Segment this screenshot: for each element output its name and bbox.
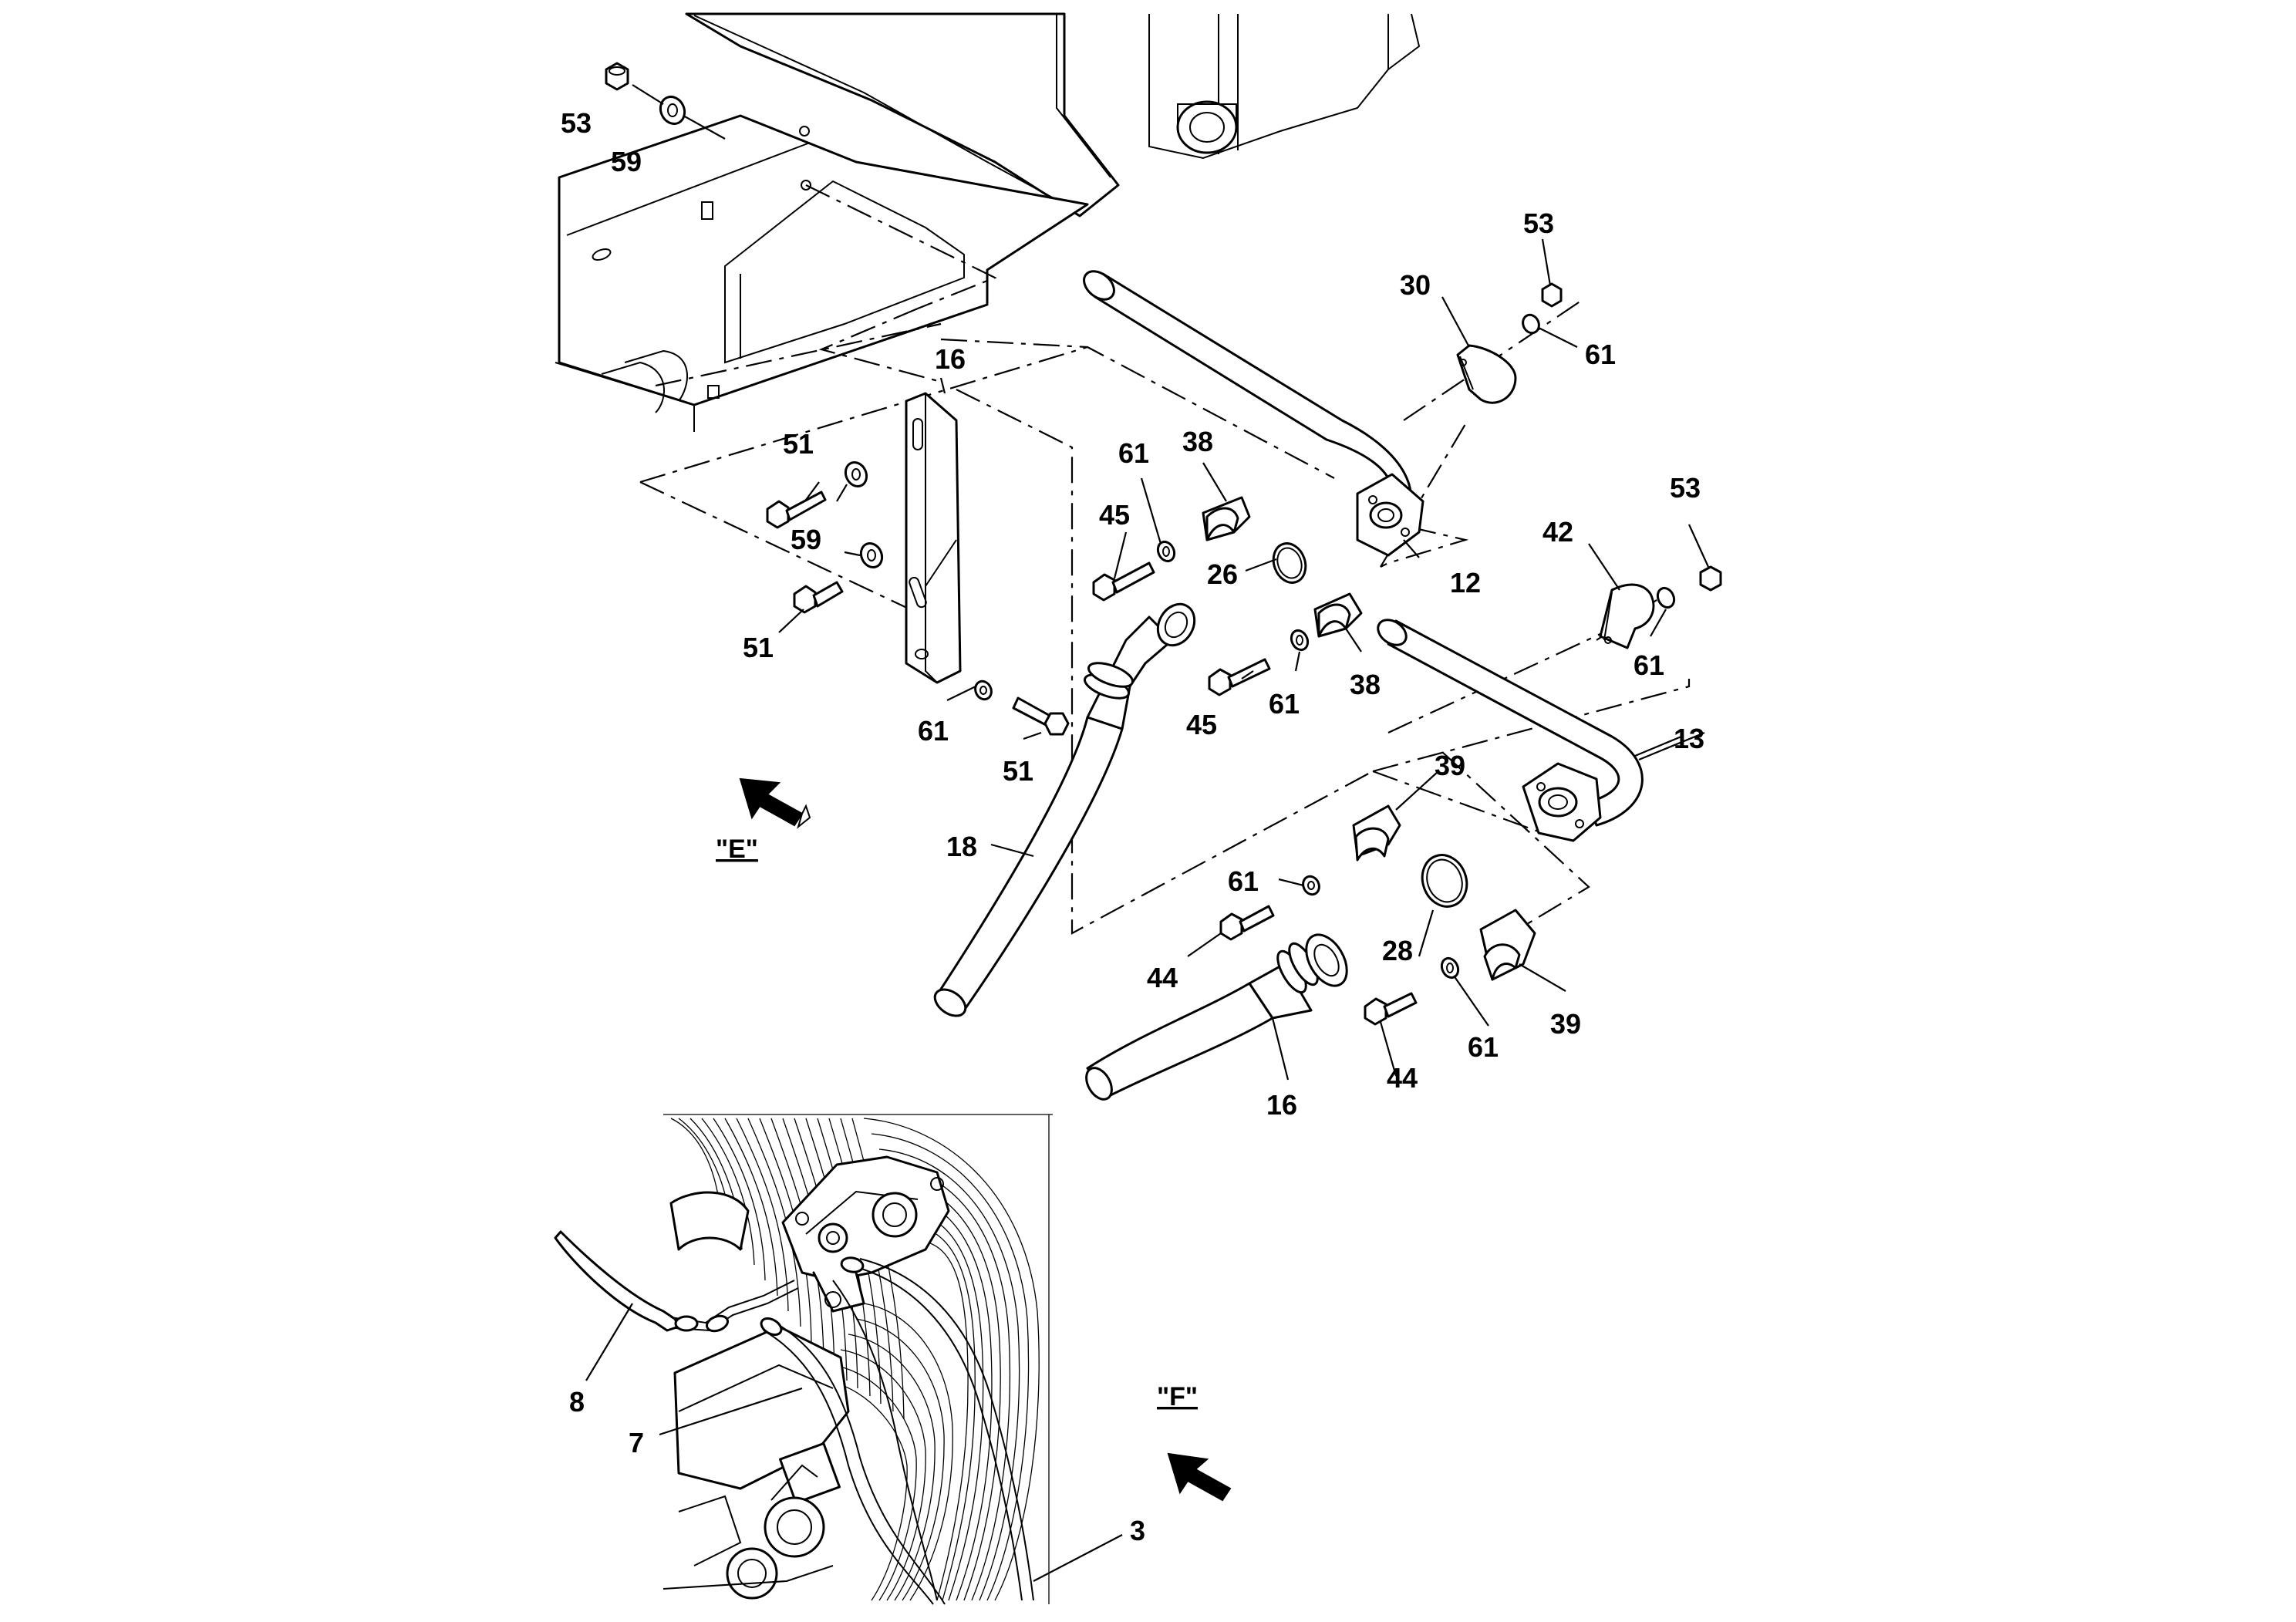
- label-39-lower: 39: [1550, 1008, 1581, 1040]
- label-53-clamp42: 53: [1670, 472, 1701, 504]
- tube-12: [1083, 270, 1424, 557]
- label-16-bracket: 16: [935, 343, 966, 375]
- label-39-upper: 39: [1435, 750, 1465, 781]
- nut-53-clamp30: [1541, 282, 1563, 308]
- label-61-clamp42: 61: [1633, 649, 1664, 681]
- nut-53-clamp42: [1699, 565, 1722, 592]
- label-59-top: 59: [611, 146, 642, 177]
- washer-61-bottom: [1440, 956, 1460, 980]
- clamp-42: [1599, 583, 1655, 649]
- washer-61-lower: [1290, 629, 1310, 652]
- label-16-hose: 16: [1266, 1089, 1297, 1121]
- clamp-30: [1456, 344, 1517, 404]
- washer-61-upper: [1156, 540, 1176, 563]
- hose-16: [1085, 933, 1348, 1101]
- leader-lines-lower: [585, 1303, 1123, 1582]
- bolt-51-upper: [766, 491, 827, 529]
- oring-28: [1421, 854, 1468, 908]
- washer-61-bracket: [974, 679, 993, 701]
- bolt-45-upper: [1092, 561, 1155, 602]
- chassis-frame: [555, 12, 1421, 432]
- label-44-upper: 44: [1147, 962, 1178, 993]
- label-61-mid: 61: [1228, 865, 1259, 897]
- bolt-44-upper: [1219, 905, 1275, 941]
- label-61-clamp30: 61: [1585, 339, 1616, 370]
- bolt-51-middle: [793, 581, 844, 614]
- view-label-e: "E": [716, 835, 758, 864]
- label-38-upper: 38: [1182, 426, 1213, 457]
- view-label-f: "F": [1157, 1382, 1198, 1411]
- washer-59-lower: [859, 541, 884, 569]
- label-26: 26: [1207, 558, 1238, 590]
- bolt-45-lower: [1208, 658, 1271, 696]
- label-38-lower: 38: [1350, 669, 1381, 700]
- leader-lines: [778, 238, 1710, 1081]
- label-61-bottom: 61: [1468, 1031, 1499, 1063]
- view-arrow-icon: [739, 777, 811, 829]
- clamp-38-lower: [1313, 592, 1363, 638]
- bolt-44-lower: [1364, 992, 1418, 1026]
- tube-13: [1377, 619, 1644, 842]
- label-53-clamp30: 53: [1523, 207, 1554, 239]
- label-45-lower: 45: [1186, 709, 1217, 740]
- bolt-51-lower: [1012, 696, 1070, 736]
- bracket-16: [905, 392, 962, 684]
- label-18: 18: [946, 831, 977, 862]
- label-7: 7: [629, 1427, 644, 1458]
- washer-59-top: [659, 95, 686, 126]
- label-53-top: 53: [561, 107, 592, 139]
- callout-labels: 53 59 53 30 61 16 51 59 59 51 61 51 61 3…: [561, 107, 1704, 1546]
- label-12: 12: [1450, 567, 1481, 599]
- label-51-lower: 51: [1003, 755, 1033, 787]
- label-44-lower: 44: [1387, 1062, 1418, 1094]
- washer-61-clamp30: [1522, 313, 1540, 335]
- washer-61-clamp42: [1656, 586, 1676, 609]
- label-61-lower: 61: [1269, 688, 1300, 720]
- label-28: 28: [1382, 935, 1413, 966]
- clamp-38-upper: [1202, 496, 1251, 541]
- hose-18: [933, 602, 1196, 1017]
- view-labels: "E" "F": [716, 835, 1198, 1411]
- label-61-bracket: 61: [918, 715, 949, 747]
- oring-26: [1272, 542, 1307, 584]
- label-45-upper: 45: [1099, 499, 1130, 531]
- label-59-lower: 59: [791, 524, 821, 555]
- label-3: 3: [1130, 1515, 1145, 1546]
- clamp-39-upper: [1352, 804, 1401, 862]
- label-61-upper: 61: [1118, 437, 1149, 469]
- fan-detail-view: [554, 1111, 1053, 1605]
- nut-53-top: [605, 62, 629, 91]
- washer-61-mid: [1302, 875, 1320, 896]
- fan-shroud-lines: [663, 1114, 1053, 1604]
- clamp-39-lower: [1479, 909, 1536, 981]
- label-42: 42: [1542, 516, 1573, 548]
- washer-59-upper: [844, 460, 868, 488]
- label-51-upper: 51: [783, 428, 814, 460]
- label-30: 30: [1400, 269, 1431, 301]
- view-arrow-icon: [1167, 1452, 1232, 1502]
- label-8: 8: [569, 1386, 585, 1418]
- label-51-middle: 51: [743, 632, 774, 663]
- label-13: 13: [1674, 723, 1704, 754]
